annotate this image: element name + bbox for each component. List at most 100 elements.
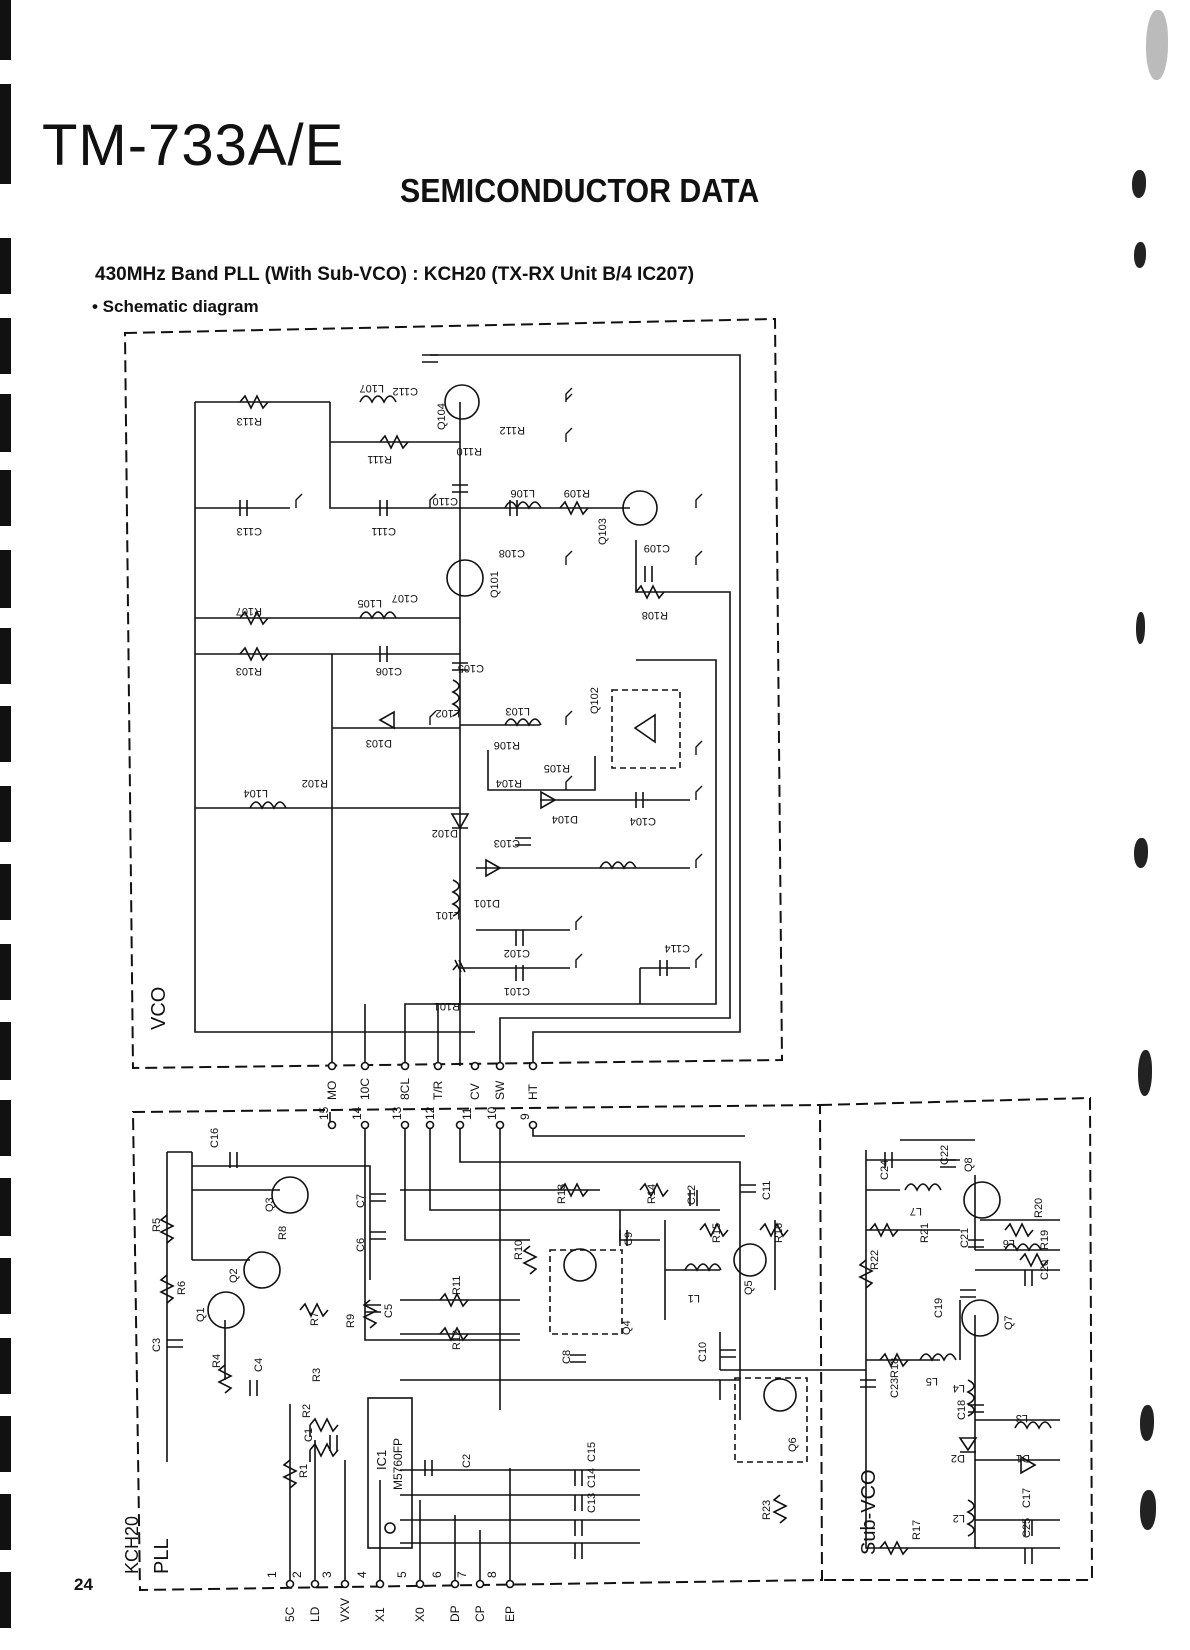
component-ref-label: D102 (432, 827, 458, 839)
binder-hole (0, 1494, 11, 1550)
binder-hole (0, 706, 11, 762)
component-ref-label: L4 (953, 1382, 965, 1394)
component-ref-label: L106 (511, 487, 535, 499)
component-ref-label: C1 (303, 1428, 315, 1442)
component-ref-label: C4 (253, 1358, 265, 1372)
component-ref-label: R16 (773, 1223, 785, 1243)
binder-hole (0, 550, 11, 608)
component-ref-label: D103 (366, 737, 392, 749)
bottom-pin-name: EP (503, 1606, 517, 1622)
component-ref-label: R8 (277, 1226, 289, 1240)
bottom-pin-number: 3 (320, 1571, 334, 1578)
bottom-pin-name: X0 (413, 1607, 427, 1622)
scan-artifact (1146, 10, 1168, 80)
connector-pins (285, 1061, 538, 1589)
component-ref-label: C109 (644, 542, 670, 554)
binder-hole (0, 628, 11, 684)
component-ref-label: R23 (761, 1500, 773, 1520)
scan-artifact (1136, 612, 1145, 644)
component-ref-label: R6 (176, 1281, 188, 1295)
component-ref-label: C112 (393, 385, 418, 397)
component-ref-label: C11 (761, 1181, 773, 1200)
subvco-block-label: Sub-VCO (858, 1469, 880, 1555)
component-ref-label: C22 (939, 1145, 951, 1165)
component-ref-label: C101 (504, 985, 530, 997)
bottom-pin-number: 1 (265, 1571, 279, 1578)
vco-wiring (194, 354, 741, 1066)
bottom-pin-number: 6 (430, 1571, 444, 1578)
bottom-pin-name: 5C (283, 1606, 297, 1622)
component-ref-label: L102 (436, 707, 460, 719)
component-ref-label: L103 (506, 705, 530, 717)
top-pin-name: SW (493, 1080, 507, 1100)
component-ref-label: C5 (383, 1304, 395, 1318)
component-ref-label: Q6 (787, 1437, 799, 1452)
page-number: 24 (74, 1575, 93, 1594)
scan-artifact (1140, 1490, 1156, 1530)
ground-symbols (295, 387, 703, 968)
component-ref-label: L6 (1003, 1237, 1015, 1249)
top-pin-name: 10C (358, 1078, 372, 1100)
binder-hole (0, 318, 11, 374)
component-ref-label: C111 (371, 525, 396, 537)
component-ref-label: C107 (392, 592, 418, 604)
module-label: KCH20 (122, 1516, 142, 1574)
bottom-pin-number: 2 (290, 1571, 304, 1578)
binder-hole (0, 470, 11, 526)
component-ref-label: R3 (311, 1368, 323, 1382)
component-ref-label: Q101 (489, 571, 501, 598)
bottom-pin-number: 4 (355, 1571, 369, 1578)
component-ref-label: R7 (309, 1312, 321, 1326)
bottom-pin-name: DP (448, 1605, 462, 1622)
component-ref-label: C14 (586, 1468, 598, 1488)
binder-hole (0, 1338, 11, 1394)
top-pin-name: MO (325, 1081, 339, 1100)
component-ref-label: R17 (911, 1520, 923, 1540)
component-ref-label: C15 (586, 1442, 598, 1462)
scan-artifact (1134, 242, 1146, 268)
binder-hole (0, 394, 11, 452)
top-pin-name: HT (526, 1083, 540, 1100)
top-pin-number: 9 (518, 1113, 532, 1120)
component-ref-label: C8 (561, 1350, 573, 1364)
component-ref-label: C9 (623, 1232, 635, 1246)
component-ref-label: C18 (956, 1400, 968, 1420)
ic-part-label: M5760FP (391, 1438, 405, 1490)
component-ref-label: R113 (237, 415, 262, 427)
component-ref-label: C3 (151, 1338, 163, 1352)
component-ref-label: D104 (552, 813, 578, 825)
vco-components (239, 354, 681, 981)
binder-hole (0, 238, 11, 294)
component-ref-label: R18 (889, 1358, 901, 1378)
top-pin-number: 13 (390, 1106, 404, 1120)
component-ref-label: C24 (879, 1160, 891, 1180)
component-ref-label: Q5 (743, 1280, 755, 1295)
component-ref-label: C108 (499, 547, 525, 559)
top-pin-number: 10 (485, 1106, 499, 1120)
binder-hole (0, 1178, 11, 1236)
binder-hole (0, 1022, 11, 1080)
component-ref-label: Q4 (621, 1320, 633, 1335)
component-ref-label: L1 (688, 1292, 700, 1304)
top-pin-name: 8CL (398, 1078, 412, 1100)
component-ref-label: R15 (711, 1223, 723, 1243)
bottom-pin-name: X1 (373, 1607, 387, 1622)
ic1-body (367, 1397, 413, 1549)
component-ref-label: Q2 (228, 1268, 240, 1283)
component-ref-label: R101 (434, 1000, 460, 1012)
bottom-pin-name: LD (308, 1606, 322, 1622)
pll-wiring (166, 1112, 820, 1584)
component-ref-label: R4 (211, 1354, 223, 1368)
component-ref-label: R105 (544, 762, 570, 774)
component-ref-label: D101 (474, 897, 500, 909)
component-ref-label: Q102 (589, 687, 601, 714)
component-ref-label: R12 (451, 1330, 463, 1350)
component-ref-label: C20 (1039, 1260, 1051, 1280)
scan-artifact (1140, 1405, 1154, 1441)
component-ref-label: C17 (1021, 1488, 1033, 1508)
component-ref-label: R19 (1039, 1230, 1051, 1250)
component-ref-label: C110 (433, 495, 458, 507)
component-ref-label: R108 (642, 609, 668, 621)
